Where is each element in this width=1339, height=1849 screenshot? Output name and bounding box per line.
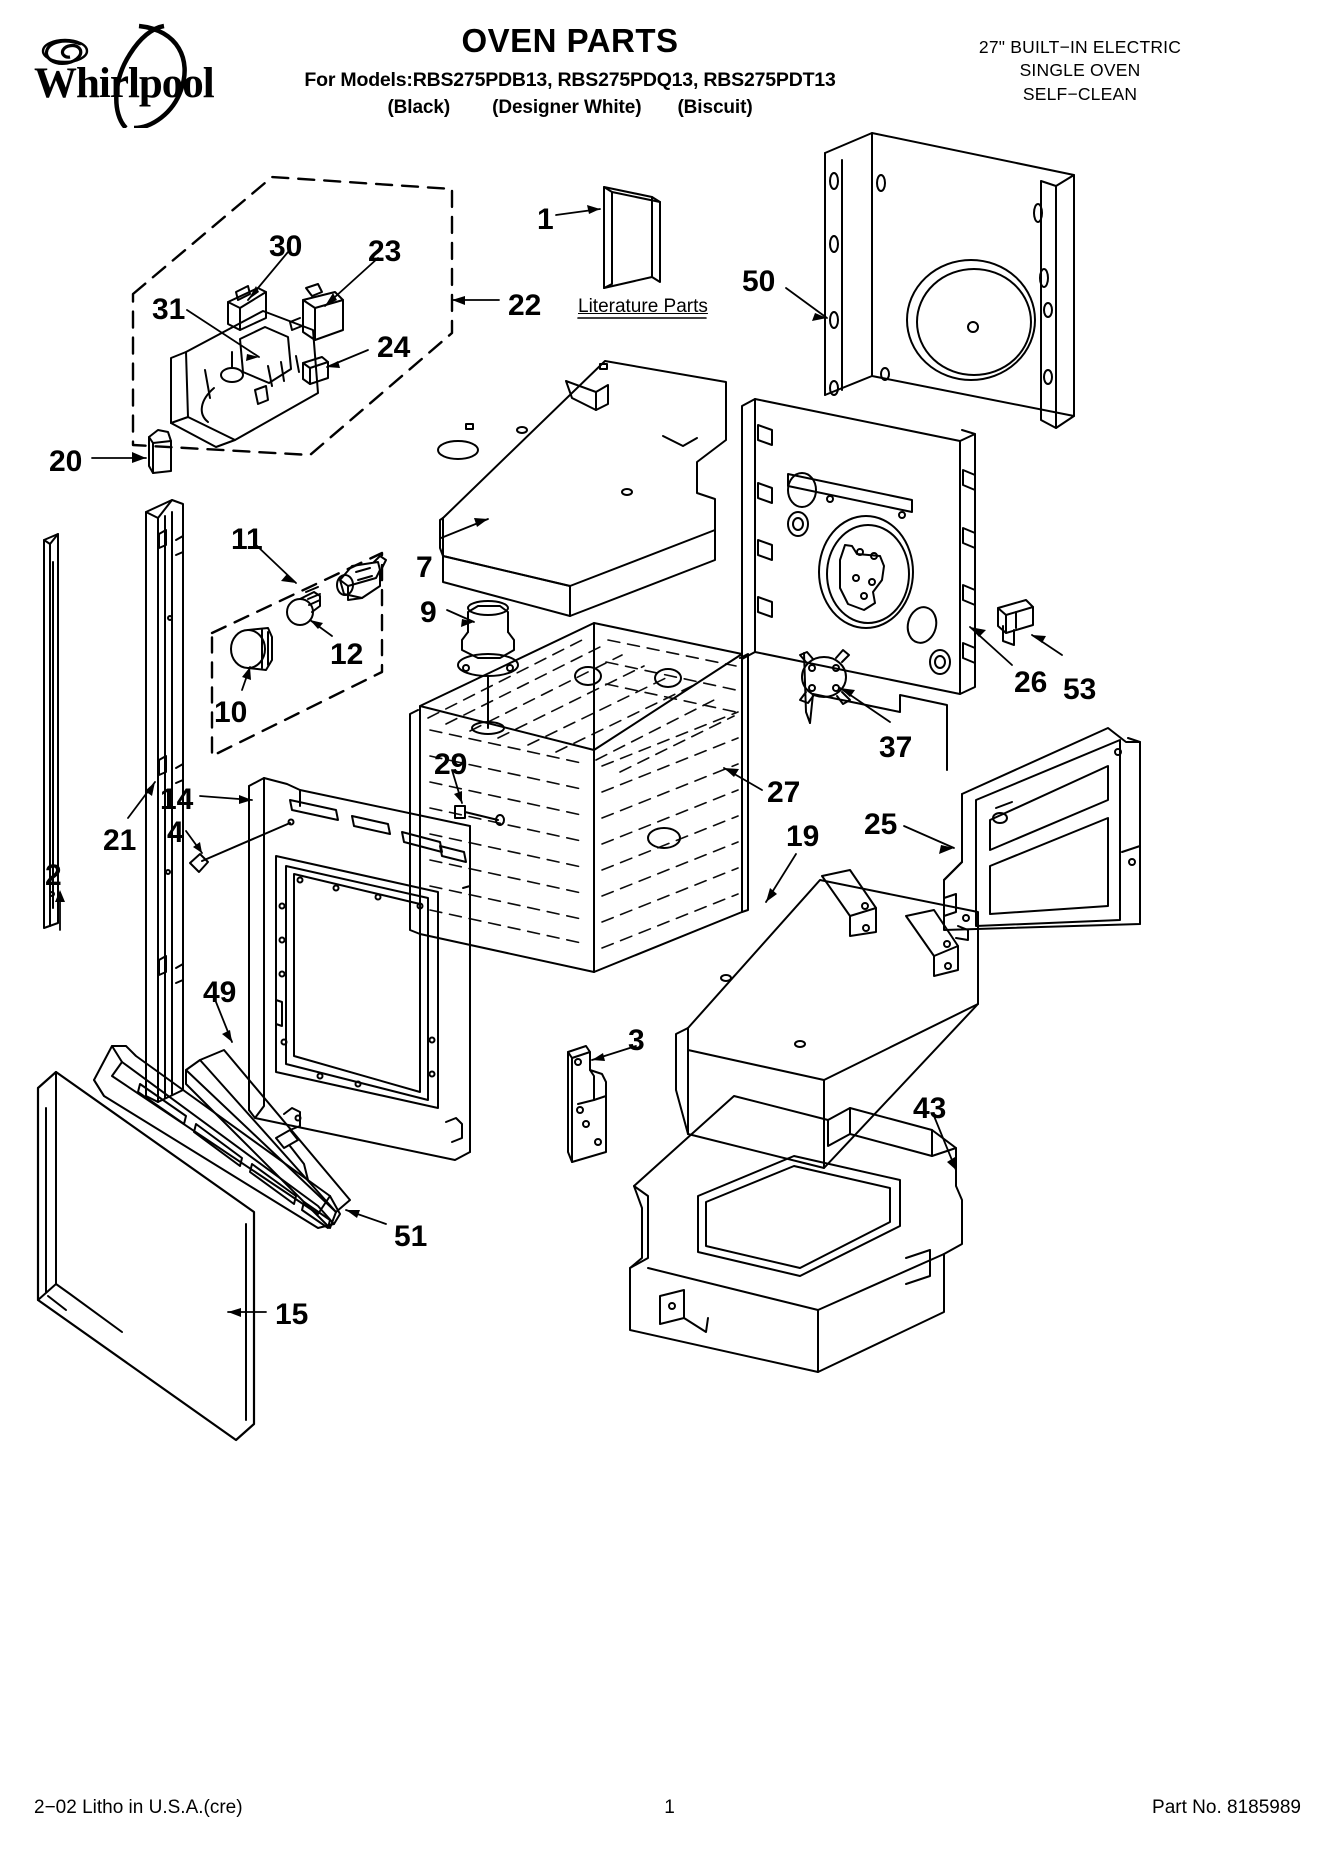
callout-22: 22	[508, 289, 542, 322]
callout-20: 20	[49, 445, 83, 478]
callout-2: 2	[45, 859, 62, 892]
cavity-insulation-hatch	[427, 636, 739, 949]
part-51-handle-trim	[93, 1045, 341, 1229]
callout-10: 10	[214, 696, 248, 729]
footer-part-number: Part No. 8185989	[1152, 1797, 1301, 1818]
part-7-top-panel	[437, 360, 727, 617]
color-option-black: (Black)	[387, 96, 451, 118]
callout-15: 15	[275, 1298, 309, 1331]
spec-line-3: SELF−CLEAN	[1022, 83, 1138, 104]
callout-25: 25	[864, 808, 898, 841]
part-14-front-frame	[248, 777, 471, 1161]
part-30-switch	[227, 285, 267, 331]
part-20-plug	[148, 429, 172, 474]
callout-24: 24	[377, 331, 411, 364]
callout-11: 11	[231, 523, 263, 556]
part-31-control-bracket	[170, 310, 319, 448]
literature-parts-label: Literature Parts	[578, 296, 708, 317]
callout-21: 21	[103, 824, 137, 857]
spec-block: 27" BUILT−IN ELECTRIC SINGLE OVEN SELF−C…	[860, 36, 1300, 106]
leader-line-7	[440, 518, 489, 539]
part-26-blower-panel	[741, 398, 976, 771]
part-11-lamp-socket	[336, 555, 387, 601]
title-block: OVEN PARTS For Models:RBS275PDB13, RBS27…	[280, 22, 860, 119]
callout-12: 12	[330, 638, 364, 671]
leader-lines-light-group	[241, 544, 333, 691]
callout-4: 4	[167, 816, 184, 849]
callout-43: 43	[913, 1092, 947, 1125]
page-footer: 2−02 Litho in U.S.A.(cre) 1 Part No. 818…	[0, 1769, 1339, 1849]
leader-line-43	[933, 1115, 957, 1171]
leader-line-49	[215, 1001, 233, 1043]
color-option-biscuit: (Biscuit)	[677, 96, 753, 118]
leader-line-3	[591, 1045, 637, 1061]
callout-19: 19	[786, 820, 820, 853]
part-2-rod	[43, 533, 59, 929]
leader-line-37	[839, 687, 891, 723]
callout-31: 31	[152, 293, 186, 326]
leader-lines-group-1	[186, 251, 500, 368]
leader-line-2	[55, 890, 65, 931]
leader-line-25	[903, 825, 955, 854]
callout-29: 29	[434, 748, 468, 781]
part-53-clip	[997, 599, 1034, 646]
leader-line-15	[227, 1308, 267, 1317]
leader-line-29	[451, 769, 463, 804]
page-title: OVEN PARTS	[461, 22, 679, 59]
page-header: Whirlpool OVEN PARTS For Models:RBS275PD…	[0, 0, 1339, 140]
leader-line-26	[969, 626, 1013, 666]
leader-line-4	[185, 830, 203, 854]
models-line: For Models:RBS275PDB13, RBS275PDQ13, RBS…	[304, 68, 836, 91]
callout-26: 26	[1014, 666, 1048, 699]
whirlpool-swirl-logo: Whirlpool	[34, 18, 254, 131]
callout-49: 49	[203, 976, 237, 1009]
callout-53: 53	[1063, 673, 1097, 706]
leader-line-19	[765, 853, 797, 903]
part-12-lamp-bulb	[286, 586, 321, 626]
part-10-lamp-lens	[230, 627, 273, 671]
light-assembly-group-box	[210, 551, 384, 758]
callout-14: 14	[160, 783, 194, 816]
color-option-designer-white: (Designer White)	[492, 96, 642, 118]
leader-line-9	[446, 609, 475, 627]
callout-50: 50	[742, 265, 776, 298]
part-37-blower-wheel	[799, 649, 851, 705]
part-9-sensor	[457, 600, 519, 735]
part-25-inner-door-panel	[943, 727, 1141, 941]
part-23-relay	[289, 283, 344, 341]
part-19-bottom-panel	[675, 869, 979, 1169]
footer-litho-text: 2−02 Litho in U.S.A.(cre)	[34, 1797, 243, 1818]
leader-line-27	[723, 767, 763, 791]
part-24-connector	[302, 356, 329, 385]
callout-9: 9	[420, 596, 437, 629]
callout-27: 27	[767, 776, 801, 809]
colors-line: (Black) (Designer White) (Biscuit)	[280, 97, 860, 119]
callout-51: 51	[394, 1220, 428, 1253]
leader-line-21	[127, 781, 156, 819]
leader-line-50	[785, 287, 828, 321]
leader-line-51	[345, 1209, 387, 1225]
leader-line-1	[555, 205, 601, 216]
leader-line-14	[199, 795, 253, 804]
part-3-mounting-bracket	[567, 1045, 607, 1163]
part-1-literature	[603, 186, 661, 289]
part-50-back-panel	[824, 132, 1075, 429]
callout-37: 37	[879, 731, 913, 764]
part-43-bottom-tray	[629, 1095, 963, 1373]
brand-wordmark: Whirlpool	[34, 60, 215, 107]
spec-line-2: SINGLE OVEN	[1019, 60, 1141, 81]
part-15-door-gasket	[36, 1070, 256, 1442]
callout-1: 1	[537, 203, 554, 236]
part-4-screw	[189, 818, 295, 873]
callout-23: 23	[368, 235, 402, 268]
control-assembly-group-box	[131, 175, 454, 457]
callout-30: 30	[269, 230, 303, 263]
spec-line-1: 27" BUILT−IN ELECTRIC	[978, 37, 1182, 57]
part-29-probe	[454, 805, 505, 826]
callout-7: 7	[416, 551, 433, 584]
leader-line-20	[91, 452, 147, 463]
leader-line-53	[1031, 634, 1063, 656]
footer-page-number: 1	[664, 1797, 675, 1818]
callout-3: 3	[628, 1024, 645, 1057]
